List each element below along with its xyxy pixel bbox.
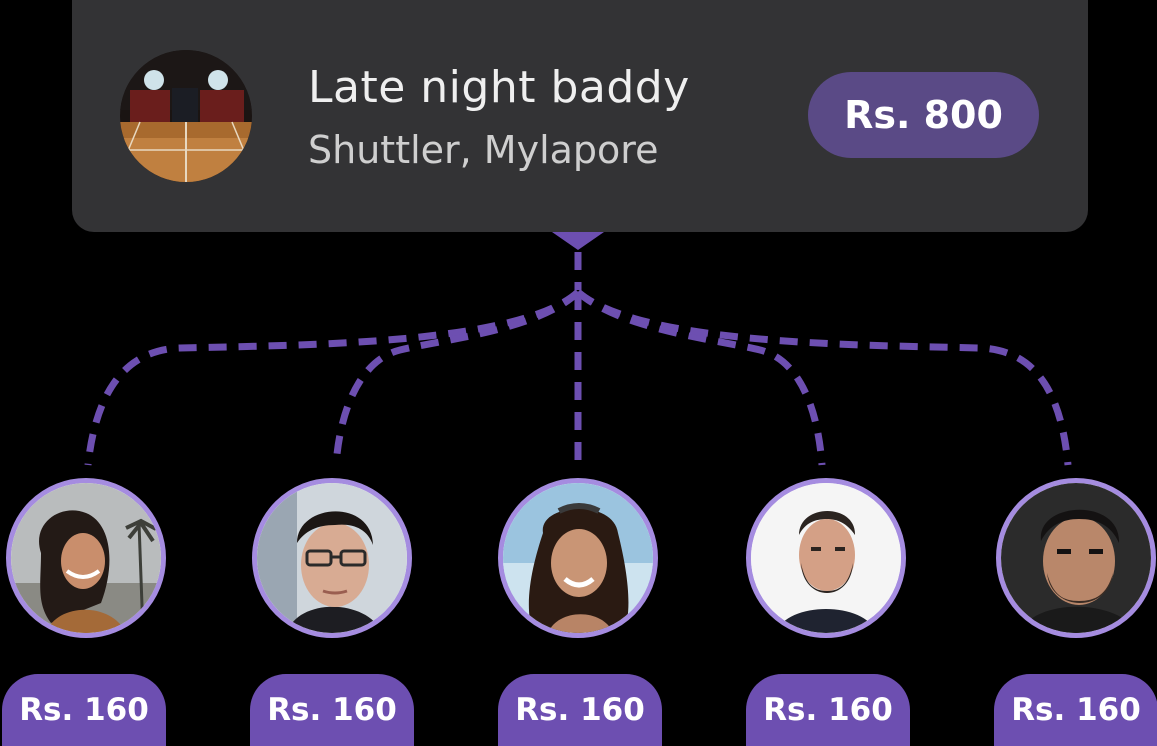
participant-share-badge: Rs. 160 — [746, 674, 910, 746]
event-title: Late night baddy — [308, 62, 690, 113]
participant-avatar-1[interactable] — [6, 478, 166, 638]
venue-photo — [120, 50, 252, 182]
participant-share-badge: Rs. 160 — [498, 674, 662, 746]
participant-avatar-4[interactable] — [746, 478, 906, 638]
participant-avatar-3[interactable] — [498, 478, 658, 638]
participant-share-badge: Rs. 160 — [250, 674, 414, 746]
total-price-badge: Rs. 800 — [808, 72, 1039, 158]
connector-arrow-icon — [552, 232, 604, 250]
participant-share-badge: Rs. 160 — [2, 674, 166, 746]
participant-share-badge: Rs. 160 — [994, 674, 1157, 746]
participant-avatar-5[interactable] — [996, 478, 1156, 638]
participant-avatar-2[interactable] — [252, 478, 412, 638]
event-venue-location: Shuttler, Mylapore — [308, 128, 659, 172]
